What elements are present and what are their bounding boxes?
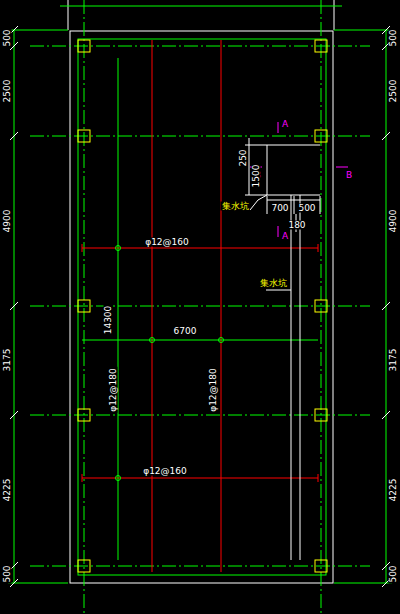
dimension: 700 — [270, 204, 289, 213]
section-mark: A — [281, 232, 289, 241]
section-mark: B — [345, 171, 353, 180]
dimension: 4225 — [3, 478, 12, 503]
dimension: 500 — [297, 204, 316, 213]
dimension: 500 — [389, 28, 398, 47]
dimension: 3175 — [3, 348, 12, 373]
dimension: 2500 — [3, 79, 12, 104]
dimension: 250 — [239, 148, 248, 167]
rebar-label: φ12@180 — [209, 367, 218, 413]
dimension: 500 — [3, 564, 12, 583]
dimension: 1500 — [252, 164, 261, 189]
rebar-label: φ12@160 — [144, 238, 190, 247]
dimension: 6700 — [173, 327, 198, 336]
dimension: 4900 — [389, 209, 398, 234]
pit-label: 集水坑 — [221, 202, 250, 211]
dimension: 4225 — [389, 478, 398, 503]
pit-label: 集水坑 — [259, 279, 288, 288]
section-mark: A — [281, 120, 289, 129]
dimension: 3175 — [389, 348, 398, 373]
rebar-label: φ12@160 — [142, 467, 188, 476]
dimension: 2500 — [389, 79, 398, 104]
dimension: 4900 — [3, 209, 12, 234]
dimension: 180 — [287, 221, 306, 230]
dimension: 500 — [3, 28, 12, 47]
dimension: 14300 — [104, 305, 113, 336]
dimension: 500 — [389, 564, 398, 583]
rebar-label: φ12@180 — [109, 367, 118, 413]
